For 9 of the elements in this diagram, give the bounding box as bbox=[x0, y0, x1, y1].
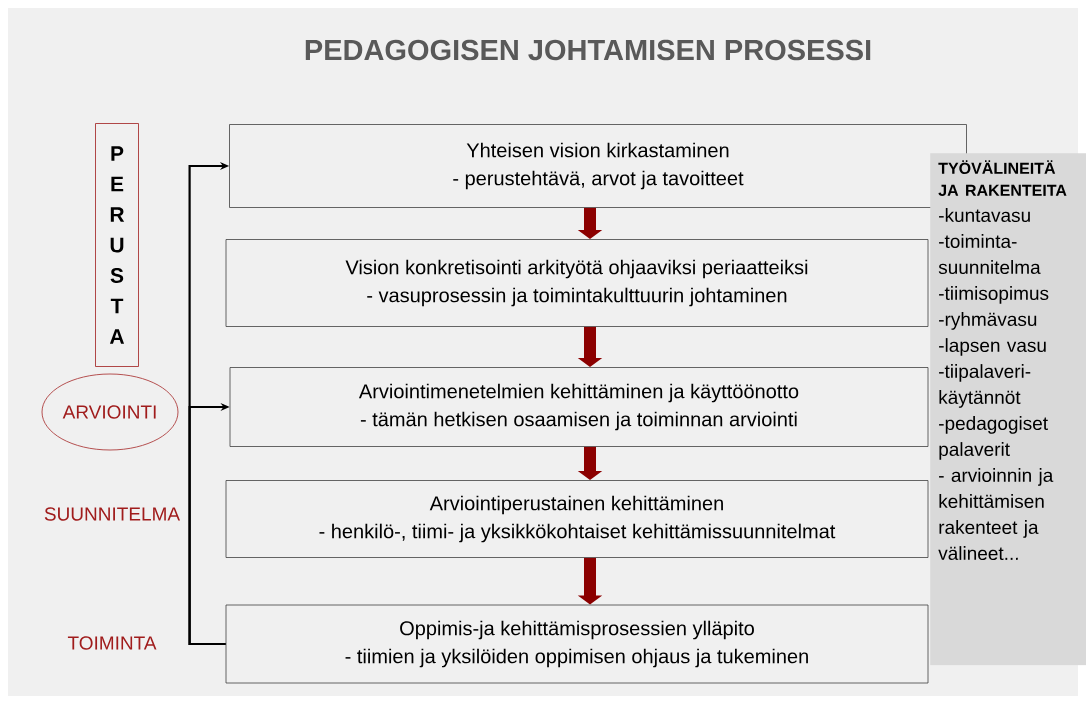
process-box: Arviointimenetelmien kehittäminen ja käyttöönotto - tämän hetkisen osaamisen ja toiminnan arviointi bbox=[229, 367, 929, 447]
process-box: Vision konkretisointi arkityötä ohjaaviksi periaatteiksi - vasuprosessin ja toimintakulttuurin johtaminen bbox=[225, 239, 929, 327]
side-label: SUUNNITELMA bbox=[44, 507, 181, 521]
tools-panel: TYÖVÄLINEITÄ JA RAKENTEITA -kuntavasu -toiminta- suunnitelma -tiimisopimus -ryhmävasu -lapsen vasu -tiipalaveri- käytännöt -pedagogiset palaverit - arvioinnin ja kehittämisen rakenteet ja välineet... bbox=[930, 153, 1086, 666]
process-box: Oppimis-ja kehittämisprosessien ylläpito - tiimien ja yksilöiden oppimisen ohjaus ja tukeminen bbox=[225, 604, 929, 684]
vertical-text-box: P E R U S T A bbox=[95, 123, 139, 367]
process-box: Arviointiperustainen kehittäminen - henkilö-, tiimi- ja yksikkökohtaiset kehittämissuunnitelmat bbox=[225, 480, 929, 558]
title: PEDAGOGISEN JOHTAMISEN PROSESSI bbox=[305, 39, 871, 61]
side-label: TOIMINTA bbox=[67, 636, 157, 650]
